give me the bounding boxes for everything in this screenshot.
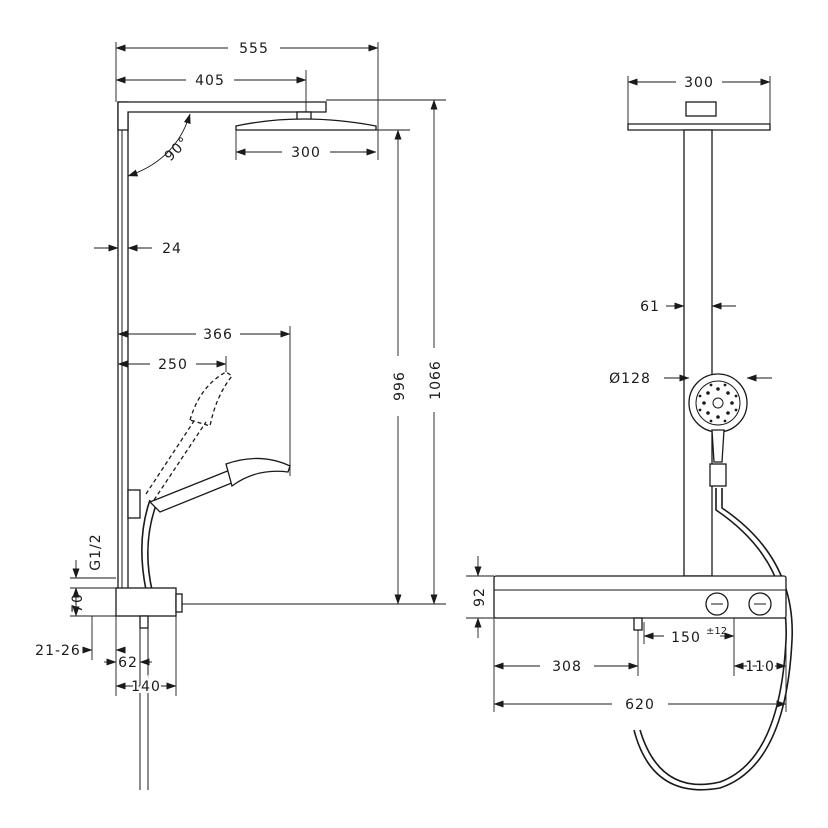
dim-405: 405 xyxy=(195,73,225,89)
dim-150-tolerance: ±12 xyxy=(706,626,727,637)
dimensions-front: 300 61 Ø128 92 150 ±12 308 110 620 xyxy=(472,75,787,713)
dim-21-26: 21-26 xyxy=(35,643,81,659)
dim-g12: G1/2 xyxy=(88,533,104,570)
overhead-shower-side xyxy=(235,111,377,131)
dim-24: 24 xyxy=(162,241,182,257)
handshower-side xyxy=(148,457,291,513)
dim-140: 140 xyxy=(131,679,161,695)
overhead-shower-front xyxy=(627,101,771,131)
dimensions-side: 555 405 300 90° 24 366 250 996 1066 G1/ xyxy=(35,41,444,697)
dim-308: 308 xyxy=(552,659,582,675)
dim-70: 70 xyxy=(70,593,86,613)
dim-128: Ø128 xyxy=(609,371,651,387)
side-view xyxy=(115,101,377,790)
dim-150: 150 xyxy=(671,630,701,646)
dim-110: 110 xyxy=(745,659,775,675)
front-view xyxy=(493,101,793,791)
dim-62: 62 xyxy=(118,655,138,671)
dim-1066: 1066 xyxy=(428,360,444,400)
dim-620: 620 xyxy=(625,697,655,713)
dim-366: 366 xyxy=(203,327,233,343)
dim-250: 250 xyxy=(158,357,188,373)
handshower-front xyxy=(688,373,748,487)
dim-996: 996 xyxy=(392,371,408,401)
dim-300-side: 300 xyxy=(291,145,321,161)
dim-555: 555 xyxy=(239,41,269,57)
dim-angle: 90° xyxy=(162,134,193,165)
dim-92: 92 xyxy=(472,587,488,607)
dim-61: 61 xyxy=(640,299,660,315)
dim-300-front: 300 xyxy=(684,75,714,91)
